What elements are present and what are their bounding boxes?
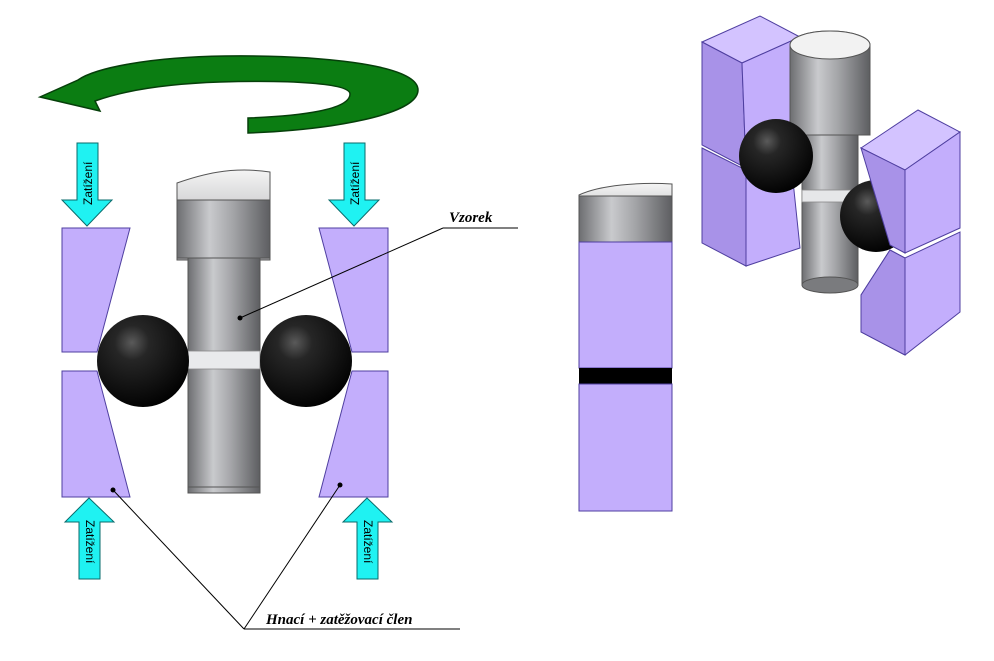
load-arrow-top-right: Zatížení <box>327 142 381 227</box>
load-label: Zatížení <box>348 161 362 205</box>
load-label: Zatížení <box>361 520 375 564</box>
isometric-view <box>700 15 961 356</box>
callout-sample: Vzorek <box>237 210 518 321</box>
callout-drive-member: Hnací + zatěžovací člen <box>110 482 460 630</box>
drive-block-top-right <box>318 227 389 353</box>
load-arrow-top-left: Zatížení <box>60 142 114 227</box>
specimen <box>176 169 271 494</box>
side-ball-gap <box>579 368 672 384</box>
drive-block-bottom-right <box>318 370 389 498</box>
drive-block-bottom-left <box>61 370 131 498</box>
load-arrow-bottom-left: Zatížení <box>63 497 116 580</box>
load-arrow-bottom-right: Zatížení <box>341 497 394 580</box>
drive-block-top-left <box>61 227 131 353</box>
load-label: Zatížení <box>81 161 95 205</box>
rotation-arrow-icon <box>37 55 419 134</box>
sample-label: Vzorek <box>449 210 493 226</box>
load-label: Zatížení <box>83 520 97 564</box>
ball-right <box>260 315 352 407</box>
side-block-bottom <box>578 383 673 512</box>
drive-member-label: Hnací + zatěžovací člen <box>265 612 412 628</box>
side-view <box>578 182 673 512</box>
ball-left <box>97 315 189 407</box>
iso-ball-left <box>739 119 813 193</box>
side-block-top <box>578 241 673 369</box>
